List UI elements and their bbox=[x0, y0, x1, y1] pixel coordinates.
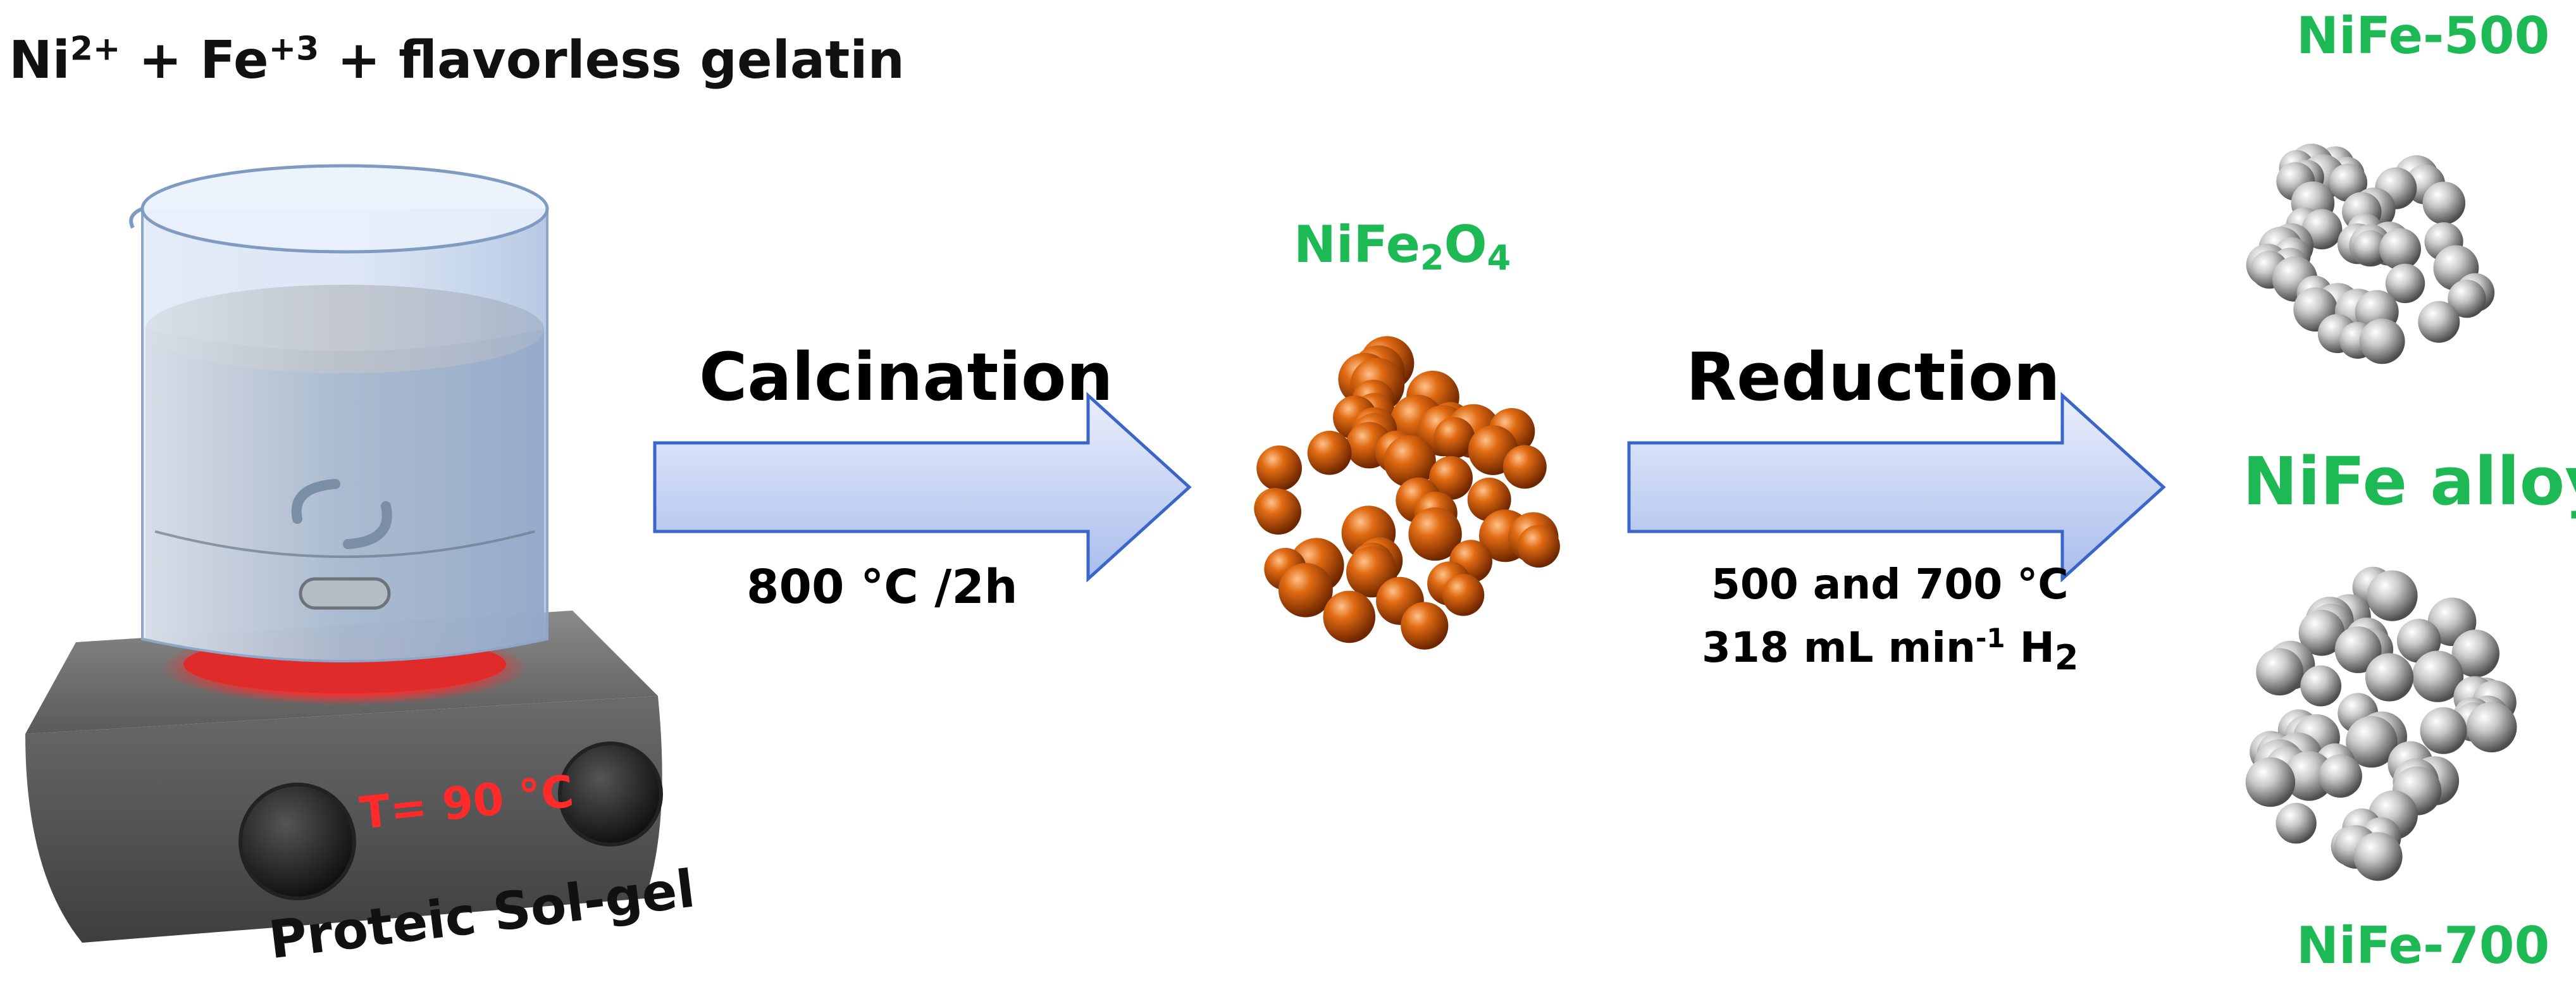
alloy-particle bbox=[2353, 230, 2388, 266]
oxide-particle bbox=[1442, 574, 1485, 616]
alloy-particle bbox=[2300, 665, 2342, 707]
alloy-particle bbox=[2367, 570, 2418, 621]
beaker-icon bbox=[129, 164, 549, 662]
calcination-label: Calcination bbox=[699, 338, 1113, 416]
oxide-particle bbox=[1323, 590, 1376, 643]
precursors-label: Ni2+ + Fe+3 + flavorless gelatin bbox=[9, 30, 905, 90]
stirring-icon bbox=[291, 479, 392, 549]
reduction-label: Reduction bbox=[1686, 338, 2060, 416]
oxide-particle bbox=[1307, 430, 1352, 475]
alloy-particle bbox=[2397, 619, 2441, 663]
alloy-particle bbox=[2284, 751, 2334, 801]
alloy-particle bbox=[2245, 757, 2296, 807]
oxide-particle bbox=[1255, 488, 1301, 535]
oxide-particle bbox=[1408, 507, 1462, 561]
nife2o4-particles bbox=[1254, 336, 1560, 650]
alloy-particle bbox=[2319, 754, 2362, 798]
intermediate-label: NiFe2O4 bbox=[1294, 215, 1511, 278]
alloy-particle bbox=[2353, 832, 2403, 881]
alloy-particle bbox=[2334, 626, 2382, 673]
alloy-particle bbox=[2256, 648, 2304, 696]
calcination-condition: 800 °C /2h bbox=[746, 560, 1018, 614]
alloy-particle bbox=[2418, 301, 2460, 343]
alloy-group-label: NiFe alloy bbox=[2243, 443, 2576, 520]
oxide-particle bbox=[1429, 456, 1473, 500]
oxide-particle bbox=[1278, 562, 1333, 618]
nife-700-particles bbox=[2245, 566, 2517, 881]
right-knob-icon bbox=[558, 742, 663, 847]
alloy-particle bbox=[2359, 318, 2405, 364]
reduction-arrow-icon bbox=[1627, 392, 2166, 583]
nife-700-label: NiFe-700 bbox=[2296, 916, 2550, 975]
reduction-condition-flow: 318 mL min-1 H2 bbox=[1702, 623, 2079, 678]
alloy-particle bbox=[2379, 228, 2421, 270]
calcination-arrow-icon bbox=[653, 392, 1192, 583]
alloy-particle bbox=[2412, 650, 2464, 702]
oxide-particle bbox=[1434, 417, 1475, 459]
alloy-particle bbox=[2448, 280, 2486, 318]
alloy-particle bbox=[2422, 182, 2466, 225]
reduction-condition-temperature: 500 and 700 °C bbox=[1711, 560, 2069, 609]
alloy-particle bbox=[2329, 163, 2368, 202]
oxide-particle bbox=[1384, 435, 1436, 488]
alloy-particle bbox=[2466, 702, 2517, 753]
alloy-particle bbox=[2365, 653, 2414, 702]
nife-500-label: NiFe-500 bbox=[2296, 6, 2550, 65]
hotplate bbox=[25, 611, 663, 943]
alloy-particle bbox=[2451, 630, 2499, 678]
oxide-particle bbox=[1517, 525, 1560, 568]
nife-500-particles bbox=[2246, 144, 2495, 364]
oxide-particle bbox=[1401, 602, 1449, 650]
oxide-particle bbox=[1256, 445, 1302, 491]
alloy-particle bbox=[2420, 707, 2467, 754]
oxide-particle bbox=[1502, 445, 1547, 489]
left-knob-icon bbox=[238, 783, 356, 900]
alloy-particle bbox=[2298, 609, 2345, 656]
alloy-particle bbox=[2385, 263, 2425, 304]
stir-bar-icon bbox=[299, 577, 391, 610]
alloy-particle bbox=[2276, 803, 2317, 844]
alloy-particle bbox=[2346, 716, 2398, 768]
